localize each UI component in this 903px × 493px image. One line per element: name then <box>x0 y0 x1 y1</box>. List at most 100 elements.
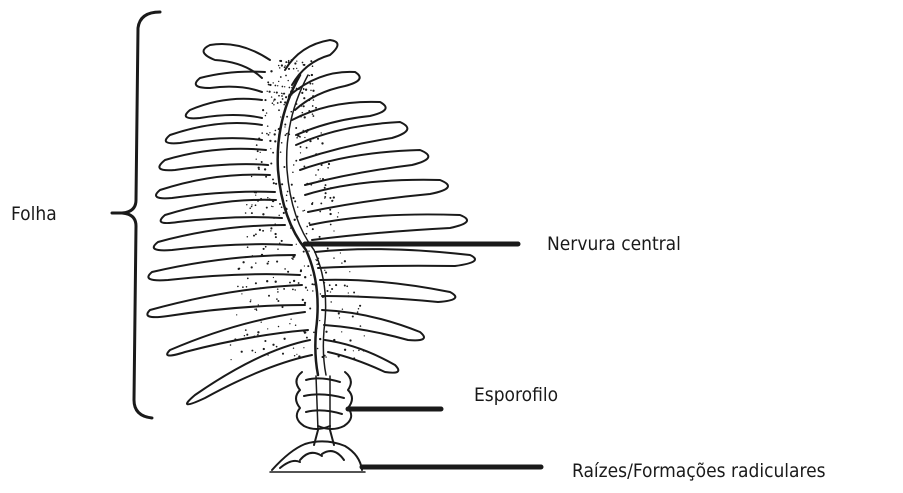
stipple-dot <box>269 91 271 93</box>
stipple-dot <box>261 161 263 163</box>
stipple-dot <box>312 83 313 84</box>
stipple-dot <box>277 102 279 104</box>
stipple-dot <box>250 299 251 300</box>
stipple-dot <box>280 116 281 117</box>
stipple-dot <box>353 350 354 351</box>
stipple-dot <box>325 356 326 357</box>
stipple-dot <box>236 314 237 315</box>
stipple-dot <box>241 293 242 294</box>
stipple-dot <box>303 251 305 253</box>
stipple-dot <box>330 291 331 292</box>
stipple-dot <box>293 280 295 282</box>
stipple-dot <box>268 84 270 86</box>
stipple-dot <box>304 265 305 266</box>
stipple-dot <box>269 84 271 86</box>
stipple-dot <box>251 176 252 177</box>
stipple-dot <box>272 200 274 202</box>
stipple-dot <box>353 357 355 359</box>
stipple-dot <box>286 208 288 210</box>
stipple-dot <box>284 123 286 125</box>
stipple-dot <box>279 242 280 243</box>
stipple-dot <box>329 284 331 286</box>
stipple-dot <box>324 355 326 357</box>
stipple-dot <box>296 88 298 90</box>
stipple-dot <box>253 235 255 237</box>
stipple-dot <box>267 125 269 127</box>
stipple-dot <box>303 89 305 91</box>
stipple-dot <box>292 197 294 199</box>
stipple-dot <box>265 176 267 178</box>
stipple-dot <box>290 319 291 320</box>
stipple-dot <box>359 305 361 307</box>
stipple-dot <box>339 317 340 318</box>
stipple-dot <box>316 260 318 262</box>
stipple-dot <box>312 228 314 230</box>
stipple-dot <box>239 268 241 270</box>
stipple-dot <box>270 230 271 231</box>
stipple-dot <box>245 256 247 258</box>
stipple-dot <box>296 137 298 139</box>
stipple-dot <box>294 289 295 290</box>
stipple-dot <box>265 246 267 248</box>
stipple-dot <box>283 288 285 290</box>
stipple-dot <box>300 152 301 153</box>
stipple-dot <box>280 151 282 153</box>
sporophyll-label: Esporofilo <box>474 386 558 405</box>
stipple-dot <box>294 219 296 221</box>
stipple-dot <box>272 82 273 83</box>
stipple-dot <box>317 169 319 171</box>
stipple-dot <box>307 265 309 267</box>
stipple-dot <box>302 112 304 114</box>
stipple-dot <box>285 75 287 77</box>
stipple-dot <box>344 349 346 351</box>
stipple-dot <box>310 60 312 62</box>
stipple-dot <box>251 266 253 268</box>
stipple-dot <box>290 227 291 228</box>
stipple-dot <box>266 280 268 282</box>
stipple-dot <box>257 334 259 336</box>
stipple-dot <box>274 92 275 93</box>
stipple-dot <box>273 100 274 101</box>
stipple-dot <box>308 250 309 251</box>
stipple-dot <box>262 109 264 111</box>
stipple-dot <box>302 210 304 212</box>
stipple-dot <box>319 211 321 213</box>
stipple-dot <box>300 269 302 271</box>
stipple-dot <box>298 355 300 357</box>
stipple-dot <box>342 309 343 310</box>
midrib-label: Nervura central <box>547 235 681 254</box>
stipple-dot <box>327 167 329 169</box>
stipple-dot <box>304 331 306 333</box>
stipple-dot <box>267 91 268 92</box>
leaf-bracket <box>122 12 160 418</box>
stipple-dot <box>349 339 351 341</box>
stipple-dot <box>306 233 308 235</box>
stipple-dot <box>288 60 290 62</box>
stipple-dot <box>327 248 329 250</box>
stipple-dot <box>304 116 306 118</box>
stipple-dot <box>274 233 276 235</box>
stipple-dot <box>281 240 283 242</box>
stipple-dot <box>338 355 340 357</box>
stipple-dot <box>312 65 314 67</box>
stipple-dot <box>304 276 306 278</box>
stipple-dot <box>360 325 362 327</box>
stipple-dot <box>297 206 298 207</box>
sporophyll-cluster <box>296 372 352 430</box>
stipple-dot <box>258 304 259 305</box>
stipple-dot <box>281 206 283 208</box>
stipple-dot <box>307 290 308 291</box>
stipple-dot <box>267 197 268 198</box>
stipple-dot <box>325 192 327 194</box>
stipple-dot <box>314 344 315 345</box>
stipple-dot <box>246 334 248 336</box>
stipple-dot <box>265 115 266 116</box>
stipple-dot <box>295 324 296 325</box>
stipple-dot <box>274 140 276 142</box>
stipple-dot <box>264 168 266 170</box>
stipple-dot <box>284 134 286 136</box>
stipple-dot <box>266 112 267 113</box>
stipple-dot <box>307 129 309 131</box>
stipple-dot <box>255 204 257 206</box>
